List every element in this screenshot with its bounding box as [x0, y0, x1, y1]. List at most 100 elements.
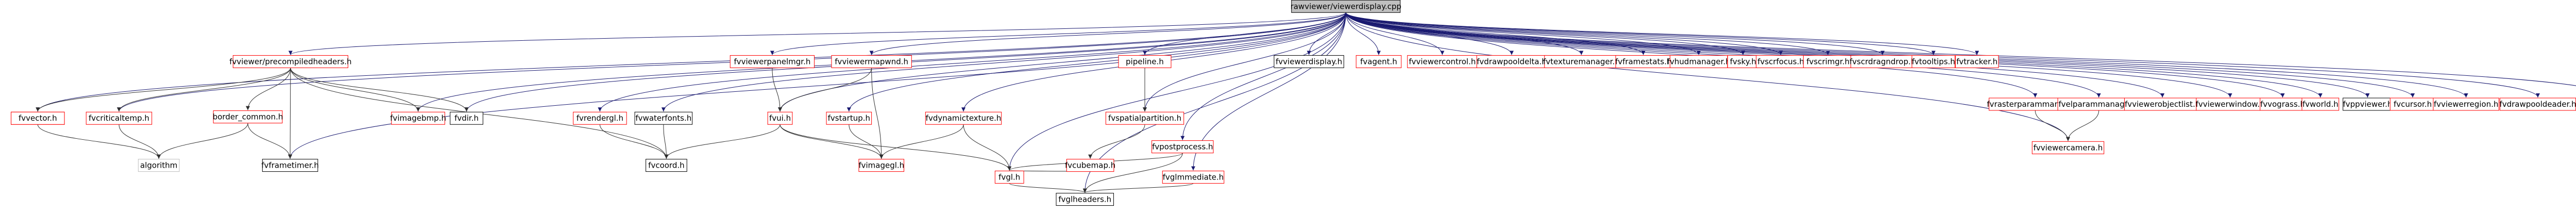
node-fvui[interactable]: fvui.h — [767, 111, 793, 125]
node-label: fvframestats.h — [1615, 57, 1672, 66]
node-label: fvcriticaltemp.h — [89, 113, 149, 123]
node-box — [2301, 97, 2340, 111]
node-fvvograss[interactable]: fvvograss.h — [2260, 97, 2306, 111]
node-fvstartup[interactable]: fvstartup.h — [826, 111, 872, 125]
node-fvviewercontrol[interactable]: fvviewercontrol.h — [1407, 55, 1478, 68]
node-label: fvviewerwindow.h — [2196, 100, 2265, 109]
edge-root-to-fvgl — [1007, 12, 1346, 171]
edge-root-to-pipeline — [1143, 12, 1346, 55]
node-fvviewerobjectlist[interactable]: fvviewerobjectlist.h — [2124, 97, 2201, 111]
node-box — [1670, 55, 1728, 68]
node-fvvector[interactable]: fvvector.h — [11, 111, 65, 125]
node-fvworld[interactable]: fvworld.h — [2301, 97, 2340, 111]
dependency-nodes: rawviewer/viewerdisplay.cpp fvviewer/prec… — [11, 0, 2576, 206]
node-box — [573, 111, 627, 125]
node-fvframetimer[interactable]: fvframetimer.h — [261, 159, 319, 172]
node-fvscrimgr[interactable]: fvscrimgr.h — [1803, 55, 1853, 68]
node-label: fvviewercamera.h — [2033, 143, 2103, 152]
node-box — [994, 170, 1024, 184]
edge-root-to-fvrendergl — [598, 12, 1346, 112]
edge-root-to-fvviewercamera — [1345, 12, 2070, 141]
node-fvtooltips[interactable]: fvtooltips.h — [1911, 55, 1956, 68]
edge-fv_compiled-to-fvimagebmp — [290, 68, 420, 112]
edge-fvvector-to-algorithm — [37, 124, 161, 159]
node-fvhudmanager[interactable]: fvhudmanager.h — [1667, 55, 1731, 68]
node-label: fvglheaders.h — [1058, 194, 1111, 204]
node-fvrendergl[interactable]: fvrendergl.h — [573, 111, 627, 125]
node-fv_compiled[interactable]: fvviewer/precompiledheaders.h — [229, 55, 352, 68]
node-algorithm[interactable]: algorithm — [138, 159, 180, 172]
node-fvviewercamera[interactable]: fvviewercamera.h — [2031, 141, 2105, 154]
node-fvdrawpooldelta[interactable]: fvdrawpooldelta.h — [1476, 55, 1547, 68]
edge-fvspatialpartition-to-fvcubemap — [1088, 124, 1145, 159]
node-fvpostprocess[interactable]: fvpostprocess.h — [1151, 140, 1214, 154]
node-box — [2196, 97, 2264, 111]
node-fvviewerwindow[interactable]: fvviewerwindow.h — [2196, 97, 2265, 111]
node-fvframestats[interactable]: fvframestats.h — [1615, 55, 1672, 68]
node-fvviewerdisplay[interactable]: fvviewerdisplay.h — [1274, 55, 1344, 68]
node-fvcoord[interactable]: fvcoord.h — [646, 159, 687, 172]
edge-fvpostprocess-to-fvglheaders — [1082, 153, 1183, 193]
node-fvdir[interactable]: fvdir.h — [450, 111, 483, 125]
edge-root-to-fvviewerpanelmgr — [770, 12, 1346, 55]
node-fvcubemap[interactable]: fvcubemap.h — [1065, 159, 1115, 172]
node-box — [86, 111, 152, 125]
node-label: fvviewermapwnd.h — [835, 57, 908, 66]
node-fvscrdragndrop[interactable]: fvscrdragndrop.h — [1850, 55, 1916, 68]
node-box — [826, 111, 872, 125]
edge-root-to-fvstartup — [846, 12, 1346, 112]
node-label: fvimagegl.h — [858, 161, 904, 170]
node-box — [831, 55, 912, 68]
node-box — [1066, 159, 1114, 172]
edge-fvui-to-fvgl — [779, 124, 1012, 171]
edge-root-to-fvworld — [1345, 12, 2323, 98]
node-fvagent[interactable]: fvagent.h — [1355, 55, 1402, 68]
edge-border_common-to-fvframetimer — [247, 123, 293, 159]
node-fvspatialpartition[interactable]: fvspatialpartition.h — [1105, 111, 1184, 125]
edge-fvviewerpanelmgr-to-fvui — [772, 68, 783, 112]
edge-fv_compiled-to-fvframetimer — [288, 68, 293, 159]
edge-root-to-fvviewerregion — [1345, 12, 2468, 98]
node-box — [138, 159, 180, 172]
node-fvsky[interactable]: fvsky.h — [1727, 55, 1759, 68]
node-label: fvtexturemanager.h — [1543, 57, 1620, 66]
node-label: fvstartup.h — [828, 113, 870, 123]
node-fvviewermapwnd[interactable]: fvviewermapwnd.h — [831, 55, 912, 68]
edge-fvui-to-fvcoord — [664, 124, 781, 159]
node-box — [730, 55, 815, 68]
node-border_common[interactable]: border_common.h — [213, 110, 283, 124]
node-fvviewerpanelmgr[interactable]: fvviewerpanelmgr.h — [730, 55, 815, 68]
edge-root-to-fvframestats — [1345, 12, 1646, 55]
node-fvcursor[interactable]: fvcursor.h — [2389, 97, 2436, 111]
node-label: fvframetimer.h — [261, 161, 319, 170]
node-box — [1162, 170, 1225, 184]
edge-root-to-fvhudmanager — [1345, 12, 1701, 55]
node-label: fvimagebmp.h — [390, 113, 446, 123]
node-label: fvviewercontrol.h — [1409, 57, 1476, 66]
node-fvgl[interactable]: fvgl.h — [994, 170, 1024, 184]
node-fvviewerregion[interactable]: fvviewerregion.h — [2433, 97, 2499, 111]
node-label: fvppviewer.h — [2343, 100, 2392, 109]
node-label: fvscrfocus.h — [1757, 57, 1804, 66]
node-root[interactable]: rawviewer/viewerdisplay.cpp — [1291, 0, 1401, 13]
node-fvtexturemanager[interactable]: fvtexturemanager.h — [1543, 55, 1620, 68]
node-fvglheaders[interactable]: fvglheaders.h — [1056, 192, 1114, 206]
node-fvdrawpooldeader[interactable]: fvdrawpooldeader.h — [2499, 97, 2576, 111]
node-fvglmmediate[interactable]: fvglmmediate.h — [1162, 170, 1225, 184]
node-box — [1756, 55, 1806, 68]
node-label: fvelparammanager.h — [2059, 100, 2140, 109]
node-pipeline[interactable]: pipeline.h — [1118, 55, 1172, 68]
node-fvimagegl[interactable]: fvimagegl.h — [858, 159, 904, 172]
node-fvimagebmp[interactable]: fvimagebmp.h — [390, 111, 446, 125]
node-fvtracker[interactable]: fvtracker.h — [1955, 55, 1999, 68]
node-fvppviewer[interactable]: fvppviewer.h — [2343, 97, 2393, 111]
edge-fvrendergl-to-fvcoord — [599, 124, 669, 159]
node-label: fvdir.h — [454, 113, 479, 123]
edge-root-to-fvdrawpooldeader — [1345, 12, 2540, 98]
node-fvcriticaltemp[interactable]: fvcriticaltemp.h — [86, 111, 152, 125]
node-fvwaterfonts[interactable]: fvwaterfonts.h — [634, 111, 693, 125]
node-fvdynamictexture[interactable]: fvdynamictexture.h — [925, 111, 1002, 125]
node-fvscrfocus[interactable]: fvscrfocus.h — [1756, 55, 1806, 68]
edge-root-to-fvtooltips — [1345, 12, 1936, 55]
